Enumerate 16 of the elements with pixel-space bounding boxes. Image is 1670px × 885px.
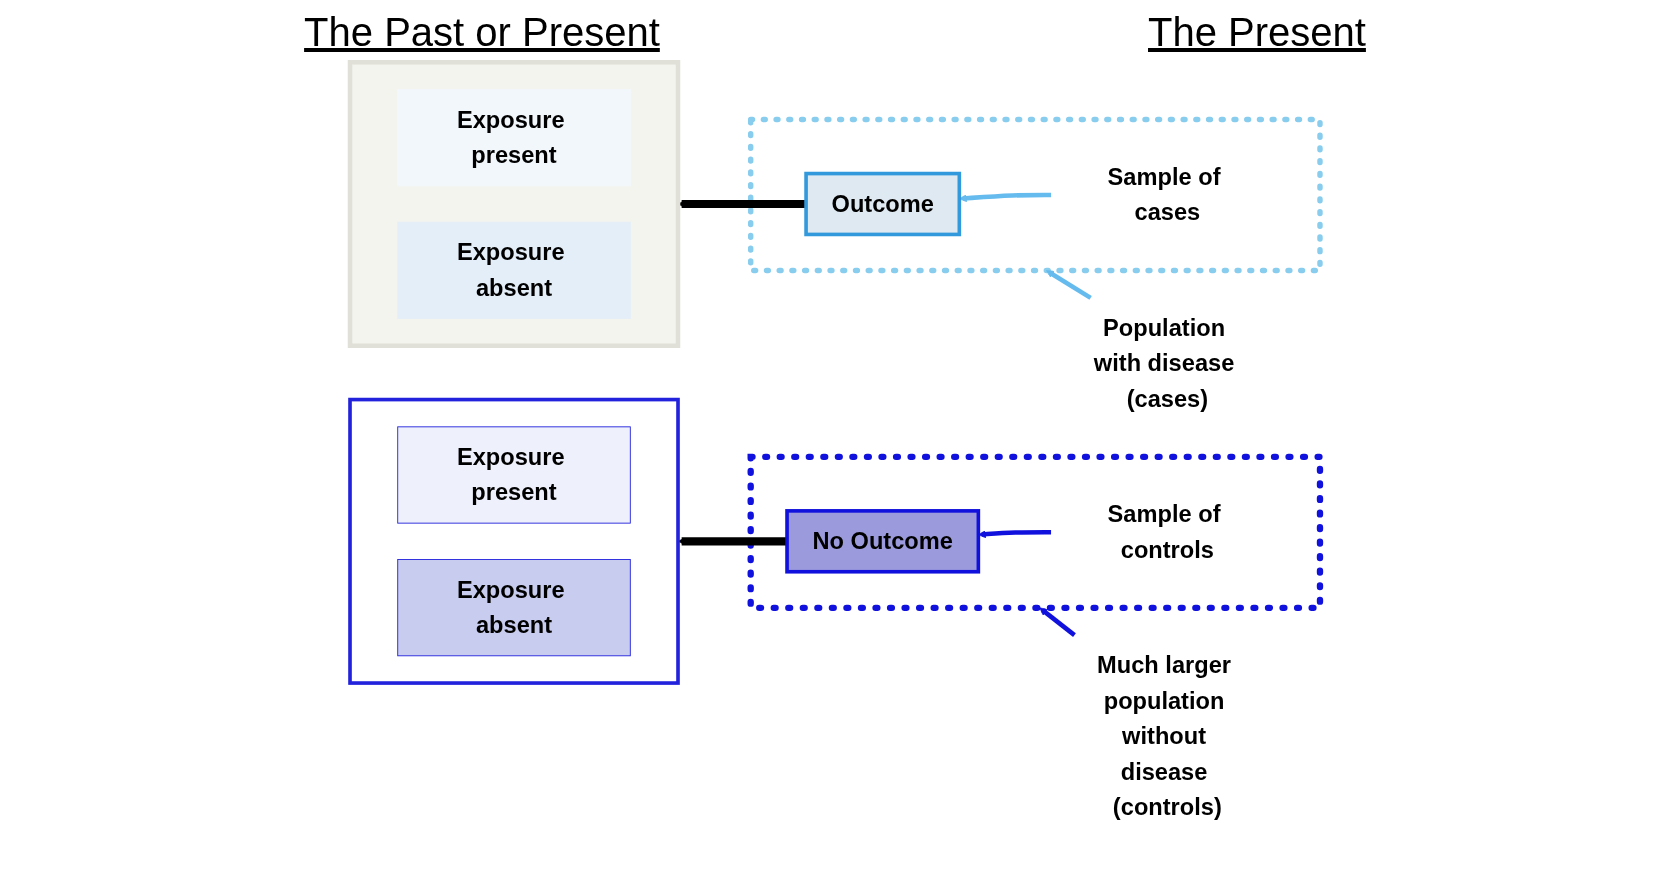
column-heading: The Past or Present (304, 10, 660, 55)
cluster (747, 453, 1324, 612)
node-box: Outcome (804, 171, 962, 237)
arrow (1046, 270, 1092, 300)
node-text: Population with disease (cases) (1093, 314, 1235, 413)
node-box: Exposure absent (397, 559, 631, 657)
node-text: Sample of cases (1107, 163, 1221, 226)
arrow (1039, 607, 1076, 637)
column-heading: The Present (1148, 10, 1366, 55)
cluster (348, 397, 680, 685)
node-box: No Outcome (785, 509, 981, 574)
cluster (347, 60, 681, 348)
node-box: Exposure present (397, 426, 631, 524)
node-text: Sample of controls (1107, 500, 1221, 564)
node-text: Much larger population without disease (controls) (1097, 651, 1232, 821)
cluster (747, 116, 1323, 274)
